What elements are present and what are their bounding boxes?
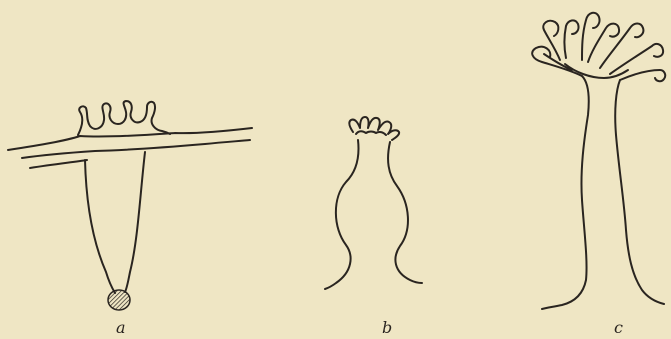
polyp-body-b-right (388, 142, 422, 283)
panel-b-drawing (325, 117, 422, 289)
panel-label-c: c (614, 320, 623, 336)
polyp-body-c-left (542, 76, 589, 309)
basal-disc-a (108, 290, 130, 310)
polyp-crown-c-right (600, 24, 665, 82)
polyp-body-a-right (125, 152, 145, 292)
panel-c-drawing (532, 13, 665, 309)
panel-a-drawing (8, 101, 252, 310)
polyp-crown-a (78, 101, 170, 135)
polyp-crown-c-centre (582, 13, 619, 62)
polyp-crown-b (349, 117, 399, 140)
polyp-crown-c-collar (565, 64, 628, 78)
polyp-body-b-left (325, 140, 359, 289)
panel-label-a: a (116, 320, 126, 336)
polyp-crown-c-left (532, 20, 582, 76)
panel-label-b: b (382, 320, 392, 336)
polyp-body-c-right (615, 80, 664, 304)
host-stem-upper-line (8, 128, 252, 150)
polyp-crown-b-inner (356, 131, 386, 135)
host-stem-lower-line (30, 160, 87, 168)
polyp-body-a-left (85, 160, 115, 293)
